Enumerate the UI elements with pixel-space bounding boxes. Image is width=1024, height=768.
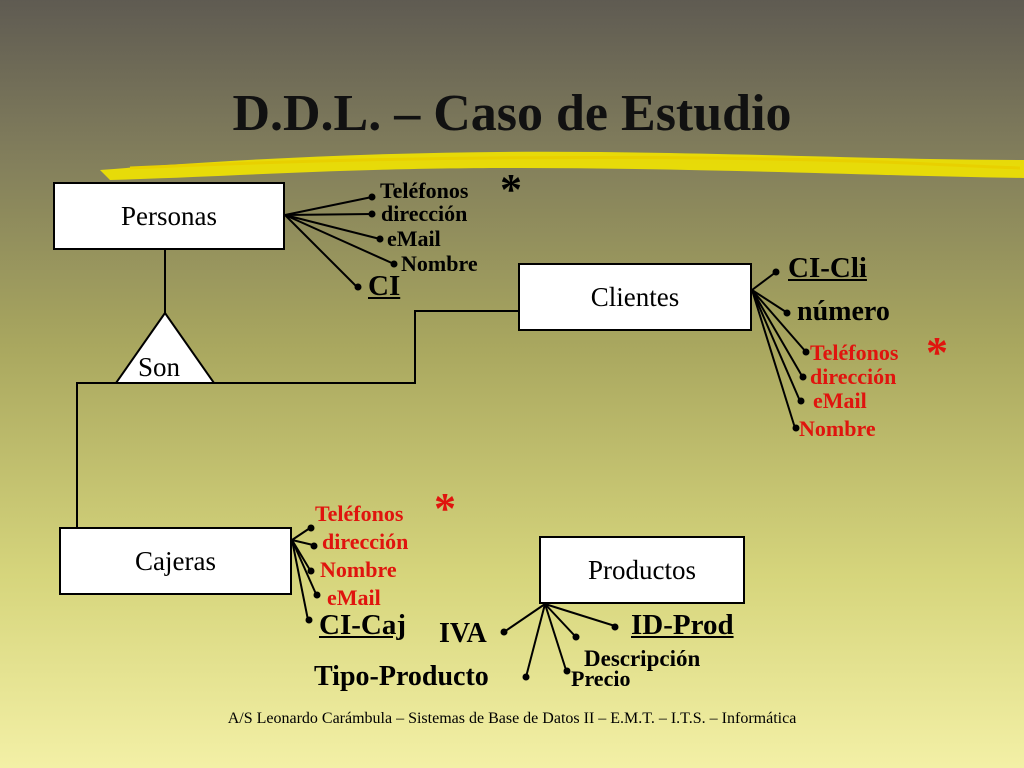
attr-productos-iva: IVA bbox=[439, 618, 487, 649]
entity-label: Personas bbox=[121, 200, 217, 231]
attr-clientes-direccion: dirección bbox=[810, 364, 897, 389]
entity-personas: Personas bbox=[53, 182, 285, 250]
relationship-label-son: Son bbox=[138, 352, 181, 382]
multivalued-star: * bbox=[926, 328, 948, 377]
attr-cajeras-direccion: dirección bbox=[322, 529, 409, 554]
entity-label: Productos bbox=[588, 554, 696, 585]
multivalued-star: * bbox=[500, 165, 522, 214]
entity-clientes: Clientes bbox=[518, 263, 752, 331]
son-relationship-triangle bbox=[114, 311, 216, 384]
entity-label: Clientes bbox=[590, 281, 680, 312]
multivalued-star: * bbox=[434, 484, 456, 533]
attr-personas-ci-key: CI bbox=[368, 270, 401, 302]
page-title: D.D.L. – Caso de Estudio bbox=[232, 85, 792, 142]
attr-clientes-telefonos: Teléfonos bbox=[810, 340, 899, 365]
attr-personas-direccion: dirección bbox=[381, 201, 468, 226]
attr-cajeras-telefonos: Teléfonos bbox=[315, 501, 404, 526]
attr-personas-nombre: Nombre bbox=[401, 251, 478, 276]
title-underline bbox=[100, 151, 1024, 180]
entity-cajeras: Cajeras bbox=[59, 527, 292, 595]
attr-cajeras-nombre: Nombre bbox=[320, 557, 397, 582]
attr-personas-email: eMail bbox=[387, 226, 441, 251]
attr-clientes-email: eMail bbox=[813, 388, 867, 413]
attr-productos-precio: Precio bbox=[571, 666, 631, 691]
attr-clientes-ci-cli-key: CI-Cli bbox=[788, 252, 867, 284]
slide-footer: A/S Leonardo Carámbula – Sistemas de Bas… bbox=[227, 710, 797, 727]
entity-label: Cajeras bbox=[135, 545, 216, 576]
attr-productos-tipo-producto: Tipo-Producto bbox=[314, 661, 489, 692]
attr-clientes-nombre: Nombre bbox=[799, 416, 876, 441]
attr-personas-telefonos: Teléfonos bbox=[380, 178, 469, 203]
attr-productos-id-prod-key: ID-Prod bbox=[631, 609, 734, 641]
attr-clientes-numero: número bbox=[797, 296, 890, 327]
attr-productos-descripcion: Descripción bbox=[584, 646, 701, 671]
attr-cajeras-email: eMail bbox=[327, 585, 381, 610]
attr-cajeras-ci-caj-key: CI-Caj bbox=[319, 609, 406, 641]
entity-productos: Productos bbox=[539, 536, 745, 604]
